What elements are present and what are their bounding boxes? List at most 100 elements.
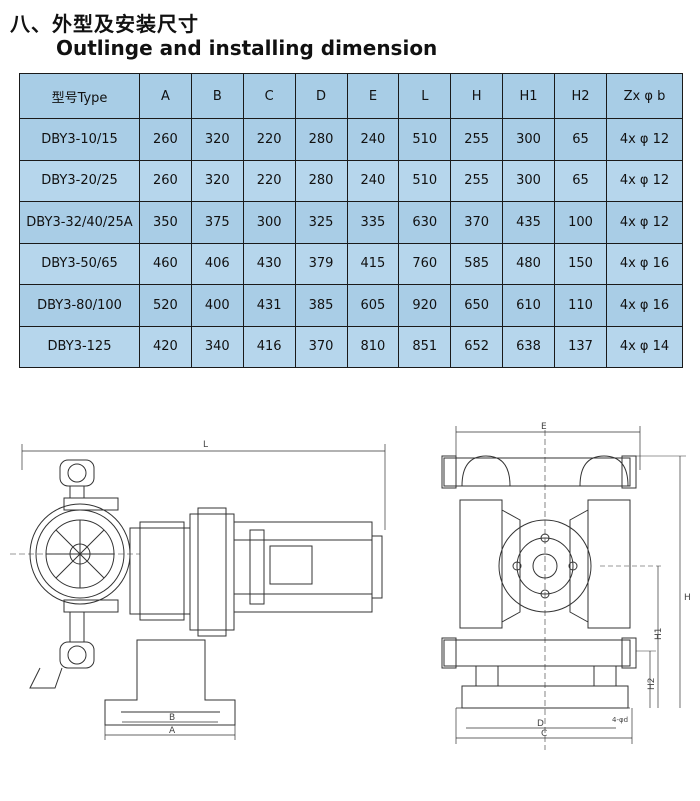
cell: 280 [294, 118, 348, 161]
cell: 585 [450, 242, 504, 285]
header-l: L [398, 73, 452, 119]
header-e: E [346, 73, 400, 119]
table-row: DBY3-50/65 460 406 430 379 415 760 585 4… [19, 242, 683, 285]
cell: 638 [502, 325, 555, 368]
cell: 100 [554, 201, 607, 244]
cell: 415 [346, 242, 400, 285]
header-a: A [139, 73, 192, 119]
cell: 65 [554, 118, 607, 161]
cell: 920 [398, 284, 452, 327]
table-row: DBY3-80/100 520 400 431 385 605 920 650 … [19, 284, 683, 327]
header-d: D [294, 73, 348, 119]
cell: 460 [139, 242, 192, 285]
cell: 300 [502, 118, 555, 161]
cell: 605 [346, 284, 400, 327]
table-row: DBY3-10/15 260 320 220 280 240 510 255 3… [19, 118, 683, 161]
cell: 610 [502, 284, 555, 327]
cell: 320 [190, 159, 244, 202]
cell: 430 [242, 242, 296, 285]
table-row: DBY3-32/40/25A 350 375 300 325 335 630 3… [19, 201, 683, 244]
header-h1: H1 [502, 73, 555, 119]
cell: 240 [346, 118, 400, 161]
section-title-en: Outlinge and installing dimension [56, 36, 438, 60]
cell-model: DBY3-32/40/25A [19, 201, 140, 244]
cell: 137 [554, 325, 607, 368]
cell: 652 [450, 325, 504, 368]
cell-model: DBY3-80/100 [19, 284, 140, 327]
label-c: C [541, 729, 547, 739]
cell: 630 [398, 201, 452, 244]
cell-model: DBY3-20/25 [19, 159, 140, 202]
front-view-drawing [441, 426, 686, 750]
cell: 240 [346, 159, 400, 202]
cell: 350 [139, 201, 192, 244]
cell: 510 [398, 118, 452, 161]
label-h2: H2 [647, 678, 657, 691]
header-bolt: Zx φ b [606, 73, 683, 119]
cell: 300 [242, 201, 296, 244]
section-title-cn: 八、外型及安装尺寸 [10, 12, 199, 36]
label-h1: H1 [654, 628, 664, 641]
header-c: C [242, 73, 296, 119]
label-b: B [169, 713, 175, 723]
cell: 4x φ 14 [606, 325, 683, 368]
cell: 335 [346, 201, 400, 244]
header-h: H [450, 73, 504, 119]
cell: 255 [450, 159, 504, 202]
cell: 370 [450, 201, 504, 244]
cell: 110 [554, 284, 607, 327]
cell-model: DBY3-50/65 [19, 242, 140, 285]
side-view-drawing [10, 444, 386, 740]
table-row: DBY3-125 420 340 416 370 810 851 652 638… [19, 325, 683, 368]
cell: 4x φ 16 [606, 284, 683, 327]
label-e: E [541, 422, 547, 432]
label-bolt: 4-φd [612, 716, 628, 724]
cell: 4x φ 12 [606, 118, 683, 161]
label-l: L [203, 440, 208, 450]
table-row: DBY3-20/25 260 320 220 280 240 510 255 3… [19, 159, 683, 202]
cell: 4x φ 12 [606, 159, 683, 202]
cell: 416 [242, 325, 296, 368]
header-h2: H2 [554, 73, 607, 119]
cell: 300 [502, 159, 555, 202]
cell: 760 [398, 242, 452, 285]
cell: 520 [139, 284, 192, 327]
cell: 420 [139, 325, 192, 368]
cell: 320 [190, 118, 244, 161]
cell-model: DBY3-125 [19, 325, 140, 368]
cell: 255 [450, 118, 504, 161]
label-a: A [169, 726, 176, 736]
cell: 650 [450, 284, 504, 327]
cell: 340 [190, 325, 244, 368]
cell: 431 [242, 284, 296, 327]
cell: 4x φ 12 [606, 201, 683, 244]
cell: 510 [398, 159, 452, 202]
cell: 280 [294, 159, 348, 202]
cell: 379 [294, 242, 348, 285]
installation-drawing: L B A E D C H H1 H2 4-φd [10, 422, 691, 750]
cell: 435 [502, 201, 555, 244]
cell: 260 [139, 118, 192, 161]
cell: 400 [190, 284, 244, 327]
cell: 260 [139, 159, 192, 202]
dimension-table: 型号Type A B C D E L H H1 H2 Zx φ b DBY3-1… [19, 73, 683, 368]
cell: 4x φ 16 [606, 242, 683, 285]
cell: 375 [190, 201, 244, 244]
cell: 65 [554, 159, 607, 202]
cell: 851 [398, 325, 452, 368]
cell: 385 [294, 284, 348, 327]
cell: 406 [190, 242, 244, 285]
cell: 220 [242, 159, 296, 202]
header-b: B [190, 73, 244, 119]
cell: 325 [294, 201, 348, 244]
table-header-row: 型号Type A B C D E L H H1 H2 Zx φ b [19, 73, 683, 119]
header-type: 型号Type [19, 73, 140, 119]
label-h: H [684, 593, 691, 603]
cell: 480 [502, 242, 555, 285]
cell: 150 [554, 242, 607, 285]
cell: 220 [242, 118, 296, 161]
cell: 810 [346, 325, 400, 368]
label-d: D [537, 719, 544, 729]
cell: 370 [294, 325, 348, 368]
cell-model: DBY3-10/15 [19, 118, 140, 161]
